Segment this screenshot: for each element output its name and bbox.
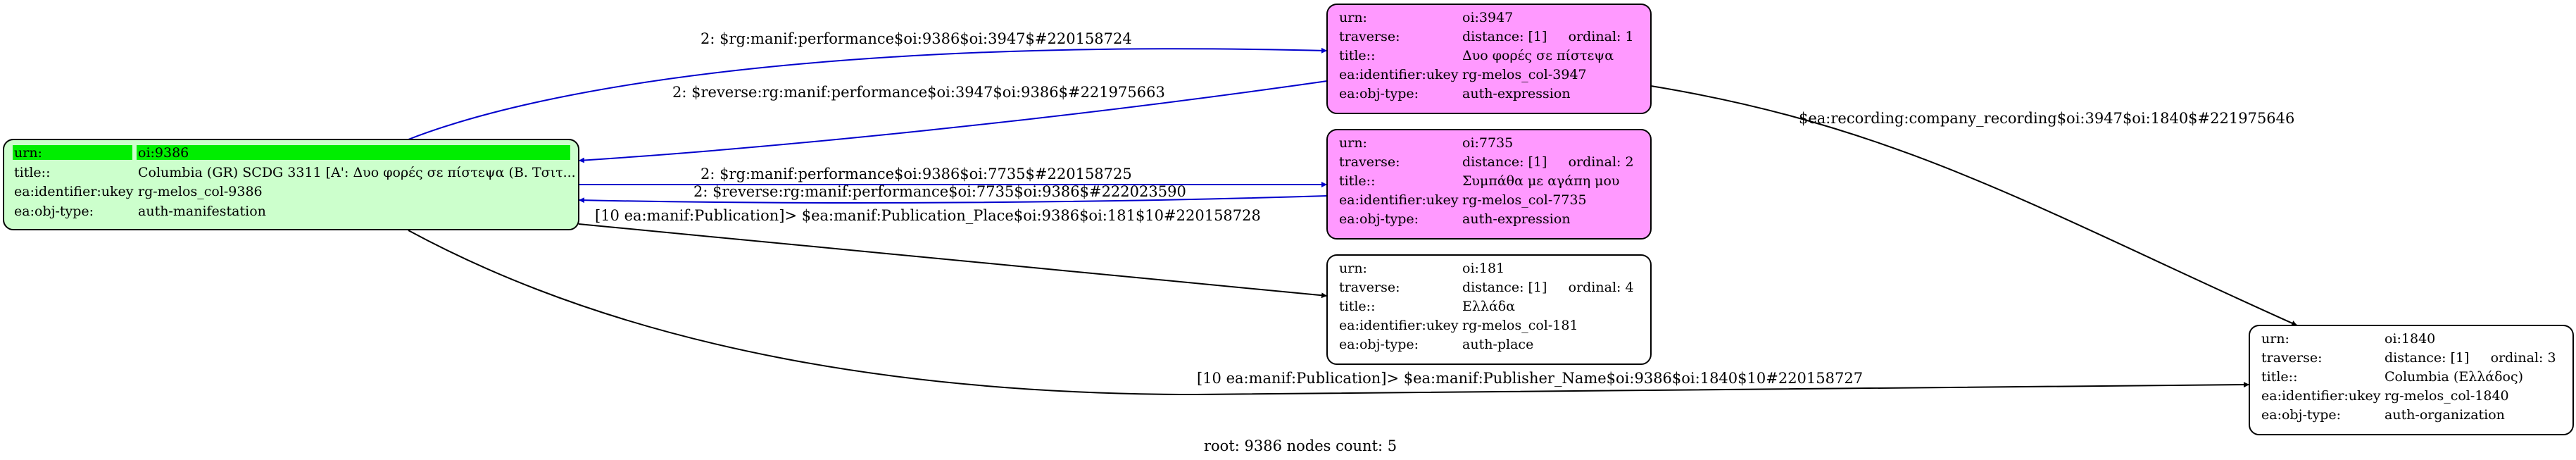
node-key: ea:identifier:ukey: [1339, 318, 1459, 333]
node-key: traverse:: [2261, 350, 2323, 366]
node-3947[interactable]: urn: oi:3947 traverse: distance: [1] ord…: [1326, 4, 1652, 114]
node-key: title::: [2261, 369, 2297, 385]
node-value: rg-melos_col-9386: [138, 184, 263, 199]
node-key: title::: [1339, 48, 1375, 63]
node-value: oi:3947: [1462, 10, 1513, 25]
node-value: oi:9386: [138, 145, 189, 161]
node-key: ea:obj-type:: [2261, 407, 2341, 423]
node-value: auth-expression: [1462, 211, 1571, 227]
edge-label: [10 ea:manif:Publication]> $ea:manif:Pub…: [1197, 370, 1863, 387]
graph-summary: root: 9386 nodes count: 5: [1204, 437, 1397, 454]
node-box: [1326, 254, 1652, 365]
node-value: Ελλάδα: [1462, 299, 1515, 314]
edge-publication-place-9386-181[interactable]: [10 ea:manif:Publication]> $ea:manif:Pub…: [578, 207, 1328, 299]
node-key: urn:: [2261, 331, 2289, 347]
edge-publisher-name-9386-1840[interactable]: [10 ea:manif:Publication]> $ea:manif:Pub…: [408, 230, 2250, 396]
node-value: oi:181: [1462, 261, 1504, 276]
edge-reverse-performance-3947-9386[interactable]: 2: $reverse:rg:manif:performance$oi:3947…: [578, 80, 1328, 163]
node-9386[interactable]: urn: oi:9386 title:: Columbia (GR) SCDG …: [3, 139, 579, 230]
node-key: traverse:: [1339, 154, 1400, 170]
edge-label: 2: $reverse:rg:manif:performance$oi:7735…: [693, 183, 1186, 200]
node-value: distance: [1] ordinal: 4: [1462, 280, 1634, 295]
edge-line: [578, 80, 1328, 163]
node-key: ea:identifier:ukey: [14, 184, 134, 199]
edge-line: [408, 230, 2250, 396]
node-value: rg-melos_col-7735: [1462, 192, 1587, 208]
node-value: rg-melos_col-1840: [2385, 388, 2509, 404]
node-value: distance: [1] ordinal: 3: [2385, 350, 2556, 366]
node-box: [3, 139, 579, 230]
node-box: [2249, 325, 2574, 435]
node-key: ea:obj-type:: [14, 204, 94, 219]
node-value: Δυο φορές σε πίστεψα: [1462, 48, 1614, 63]
edge-line: [408, 47, 1328, 140]
node-key: urn:: [1339, 10, 1367, 25]
node-value: auth-manifestation: [138, 204, 266, 219]
node-value: auth-place: [1462, 337, 1533, 352]
node-key: ea:identifier:ukey: [2261, 388, 2381, 404]
edge-company-recording-3947-1840[interactable]: $ea:recording:company_recording$oi:3947$…: [1650, 85, 2298, 326]
node-key: urn:: [14, 145, 42, 161]
header-value-highlight: [137, 145, 570, 160]
edge-label: 2: $reverse:rg:manif:performance$oi:3947…: [672, 84, 1165, 101]
edge-reverse-performance-7735-9386[interactable]: 2: $reverse:rg:manif:performance$oi:7735…: [578, 183, 1328, 204]
node-key: ea:obj-type:: [1339, 211, 1419, 227]
node-value: auth-organization: [2385, 407, 2505, 423]
node-181[interactable]: urn: oi:181 traverse: distance: [1] ordi…: [1326, 254, 1652, 365]
node-1840[interactable]: urn: oi:1840 traverse: distance: [1] ord…: [2249, 325, 2574, 435]
edge-performance-9386-3947[interactable]: 2: $rg:manif:performance$oi:9386$oi:3947…: [408, 30, 1328, 140]
node-value: oi:7735: [1462, 135, 1513, 151]
node-key: ea:identifier:ukey: [1339, 67, 1459, 82]
edge-line: [578, 195, 1328, 204]
node-key: ea:identifier:ukey: [1339, 192, 1459, 208]
node-key: urn:: [1339, 261, 1367, 276]
edge-label: $ea:recording:company_recording$oi:3947$…: [1799, 110, 2294, 127]
node-value: oi:1840: [2385, 331, 2435, 347]
edge-performance-9386-7735[interactable]: 2: $rg:manif:performance$oi:9386$oi:7735…: [579, 166, 1327, 187]
node-value: Columbia (GR) SCDG 3311 [A': Δυο φορές σ…: [138, 165, 576, 180]
node-key: title::: [14, 165, 50, 180]
node-key: traverse:: [1339, 280, 1400, 295]
node-value: rg-melos_col-181: [1462, 318, 1578, 333]
edge-label: 2: $rg:manif:performance$oi:9386$oi:7735…: [700, 166, 1132, 182]
node-box: [1326, 4, 1652, 114]
node-value: auth-expression: [1462, 86, 1571, 101]
node-box: [1326, 129, 1652, 240]
node-value: Συμπάθα με αγάπη μου: [1462, 173, 1619, 189]
edge-line: [1650, 85, 2298, 326]
node-value: Columbia (Ελλάδος): [2385, 369, 2523, 385]
node-key: ea:obj-type:: [1339, 337, 1419, 352]
edge-line: [578, 223, 1328, 299]
node-value: distance: [1] ordinal: 1: [1462, 29, 1634, 44]
node-key: ea:obj-type:: [1339, 86, 1419, 101]
node-key: title::: [1339, 299, 1375, 314]
edge-label: 2: $rg:manif:performance$oi:9386$oi:3947…: [700, 30, 1132, 47]
node-key: urn:: [1339, 135, 1367, 151]
edge-label: [10 ea:manif:Publication]> $ea:manif:Pub…: [595, 207, 1261, 224]
header-key-highlight: [13, 145, 132, 160]
node-7735[interactable]: urn: oi:7735 traverse: distance: [1] ord…: [1326, 129, 1652, 240]
node-key: title::: [1339, 173, 1375, 189]
node-key: traverse:: [1339, 29, 1400, 44]
node-value: distance: [1] ordinal: 2: [1462, 154, 1634, 170]
node-value: rg-melos_col-3947: [1462, 67, 1587, 82]
